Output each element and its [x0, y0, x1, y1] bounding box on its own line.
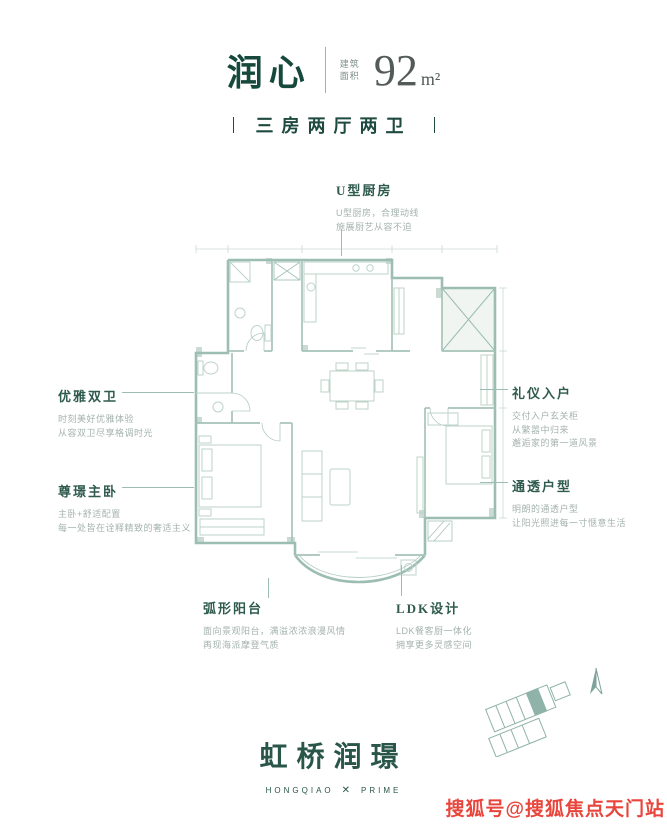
- watermark-text: 搜狐号@搜狐焦点天门站: [445, 799, 665, 820]
- master-bed-icon: [198, 435, 265, 536]
- annotation-double-bath-line: 时刻美好优雅体验: [58, 414, 135, 424]
- interior-walls: [196, 260, 495, 556]
- annotation-entry-title: 礼仪入户: [512, 386, 573, 401]
- brand-x-icon: ✕: [341, 785, 354, 796]
- leader-line-double-bath: [122, 392, 194, 393]
- floorplan-drawing: [194, 245, 507, 584]
- highlighted-building: [525, 687, 548, 716]
- elevator-shaft: [441, 287, 496, 352]
- area-label-line2: 面积: [339, 71, 360, 81]
- annotation-entry-line: 邂逅家的第一道风景: [512, 438, 598, 448]
- annotation-curved-balcony: 弧形阳台 面向景观阳台，满溢浓浓浪漫风情 再现海派摩登气质: [203, 598, 373, 652]
- annotation-entry-line: 从繁嚣中归来: [512, 424, 570, 435]
- area-value: 92: [373, 45, 418, 95]
- second-bed-icon: [427, 412, 493, 485]
- sofa-icon: [301, 450, 323, 522]
- site-buildings: [484, 681, 571, 757]
- annotation-master-bedroom-line: 主卧+舒适配置: [58, 509, 121, 519]
- compass-north-icon: [590, 667, 603, 695]
- annotation-ldk-line: LDK餐客厨一体化: [396, 626, 473, 636]
- bathroom-top-fixtures-icon: [229, 261, 272, 342]
- entry-cabinet-icon: [393, 287, 405, 335]
- tv-cabinet-icon: [416, 456, 424, 514]
- annotation-transparent-layout-line: 明朗的通透户型: [512, 504, 579, 514]
- annotation-master-bedroom-line: 每一处皆在诠释精致的奢适主义: [58, 522, 192, 533]
- annotation-ldk-line: 拥享更多灵感空间: [396, 639, 473, 650]
- area-label-line1: 建筑: [339, 58, 360, 69]
- leader-line-kitchen: [341, 229, 342, 256]
- ac-platform-icon: [427, 520, 453, 542]
- kitchen-counter-icon: [303, 261, 389, 323]
- leader-line-transparent-layout: [480, 482, 508, 483]
- annotation-curved-balcony-line: 再现海派摩登气质: [203, 639, 280, 650]
- annotation-ldk-title: LDK设计: [396, 601, 461, 616]
- flue-duct: [273, 261, 301, 281]
- annotation-master-bedroom-title: 尊璟主卧: [58, 484, 119, 499]
- annotation-kitchen: U型厨房 U型厨房，合理动线 施展厨艺从容不迫: [336, 180, 466, 234]
- title-divider: [324, 47, 326, 93]
- brand-subtitle: HONGQIAO ✕ PRIME: [266, 785, 402, 796]
- annotation-master-bedroom: 尊璟主卧 主卧+舒适配置 每一处皆在诠释精致的奢适主义: [58, 481, 208, 535]
- annotation-double-bath-title: 优雅双卫: [58, 389, 119, 404]
- coffee-table-icon: [329, 468, 351, 506]
- annotation-kitchen-line: U型厨房，合理动线: [336, 208, 419, 218]
- header: 润心 建筑 面积 92 m² 三房两厅两卫: [0, 44, 667, 138]
- annotation-transparent-layout: 通透户型 明朗的通透户型 让阳光照进每一寸惬意生活: [512, 476, 657, 530]
- furniture: [196, 261, 494, 576]
- subtitle-row: 三房两厅两卫: [0, 112, 667, 138]
- site-plan-map: [484, 667, 603, 757]
- annotation-kitchen-title: U型厨房: [336, 183, 393, 198]
- area-value-group: 92 m²: [374, 45, 440, 96]
- subtitle-tick-right: [433, 117, 435, 133]
- annotation-curved-balcony-title: 弧形阳台: [203, 601, 264, 616]
- page-title: 润心: [226, 53, 311, 93]
- annotation-double-bath-line: 从容双卫尽享格调时光: [58, 427, 154, 438]
- area-label: 建筑 面积: [340, 58, 360, 82]
- annotation-transparent-layout-title: 通透户型: [512, 479, 573, 494]
- title-row: 润心 建筑 面积 92 m²: [227, 44, 440, 96]
- annotation-double-bath: 优雅双卫 时刻美好优雅体验 从容双卫尽享格调时光: [58, 386, 198, 440]
- dimension-lines: [195, 245, 507, 519]
- annotation-ldk: LDK设计 LDK餐客厨一体化 拥享更多灵感空间: [396, 598, 546, 652]
- leader-line-master-bedroom: [122, 487, 194, 488]
- foyer-cabinet-icon: [480, 354, 494, 406]
- annotation-entry-line: 交付入户玄关柜: [512, 411, 579, 421]
- leader-line-entry: [480, 389, 508, 390]
- annotation-kitchen-line: 施展厨艺从容不迫: [336, 221, 413, 232]
- layout-subtitle: 三房两厅两卫: [255, 116, 412, 136]
- brand-block: 虹桥润璟 HONGQIAO ✕ PRIME: [0, 735, 667, 798]
- area-unit: m²: [420, 68, 441, 89]
- subtitle-tick-left: [232, 117, 234, 133]
- annotation-entry: 礼仪入户 交付入户玄关柜 从繁嚣中归来 邂逅家的第一道风景: [512, 383, 652, 451]
- annotation-transparent-layout-line: 让阳光照进每一寸惬意生活: [512, 517, 627, 528]
- brand-left: HONGQIAO: [265, 786, 334, 795]
- dining-table-icon: [320, 362, 384, 410]
- brand-right: PRIME: [361, 786, 402, 795]
- leader-line-ldk: [401, 565, 402, 596]
- bathroom-two-fixtures-icon: [196, 360, 232, 413]
- leader-line-curved-balcony: [268, 578, 269, 598]
- brand-name: 虹桥润璟: [259, 742, 408, 773]
- annotation-curved-balcony-line: 面向景观阳台，满溢浓浓浪漫风情: [203, 626, 346, 636]
